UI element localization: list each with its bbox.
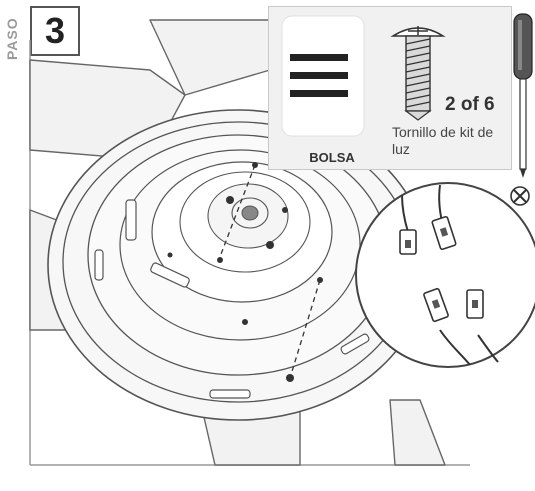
bag-label: BOLSA (309, 150, 355, 165)
hardware-bag-icon (281, 15, 365, 137)
part-name: Tornillo de kit de luz (392, 124, 494, 157)
step-number: 3 (44, 10, 66, 51)
phillips-head-icon (510, 186, 530, 206)
phillips-screwdriver-icon (513, 13, 533, 178)
step-number-box: 3 (30, 6, 80, 56)
wire-connectors-icon (355, 182, 535, 368)
quantity-label: 2 of 6 (445, 94, 495, 115)
hardware-illustrations (281, 13, 533, 178)
screw-icon (390, 26, 446, 121)
